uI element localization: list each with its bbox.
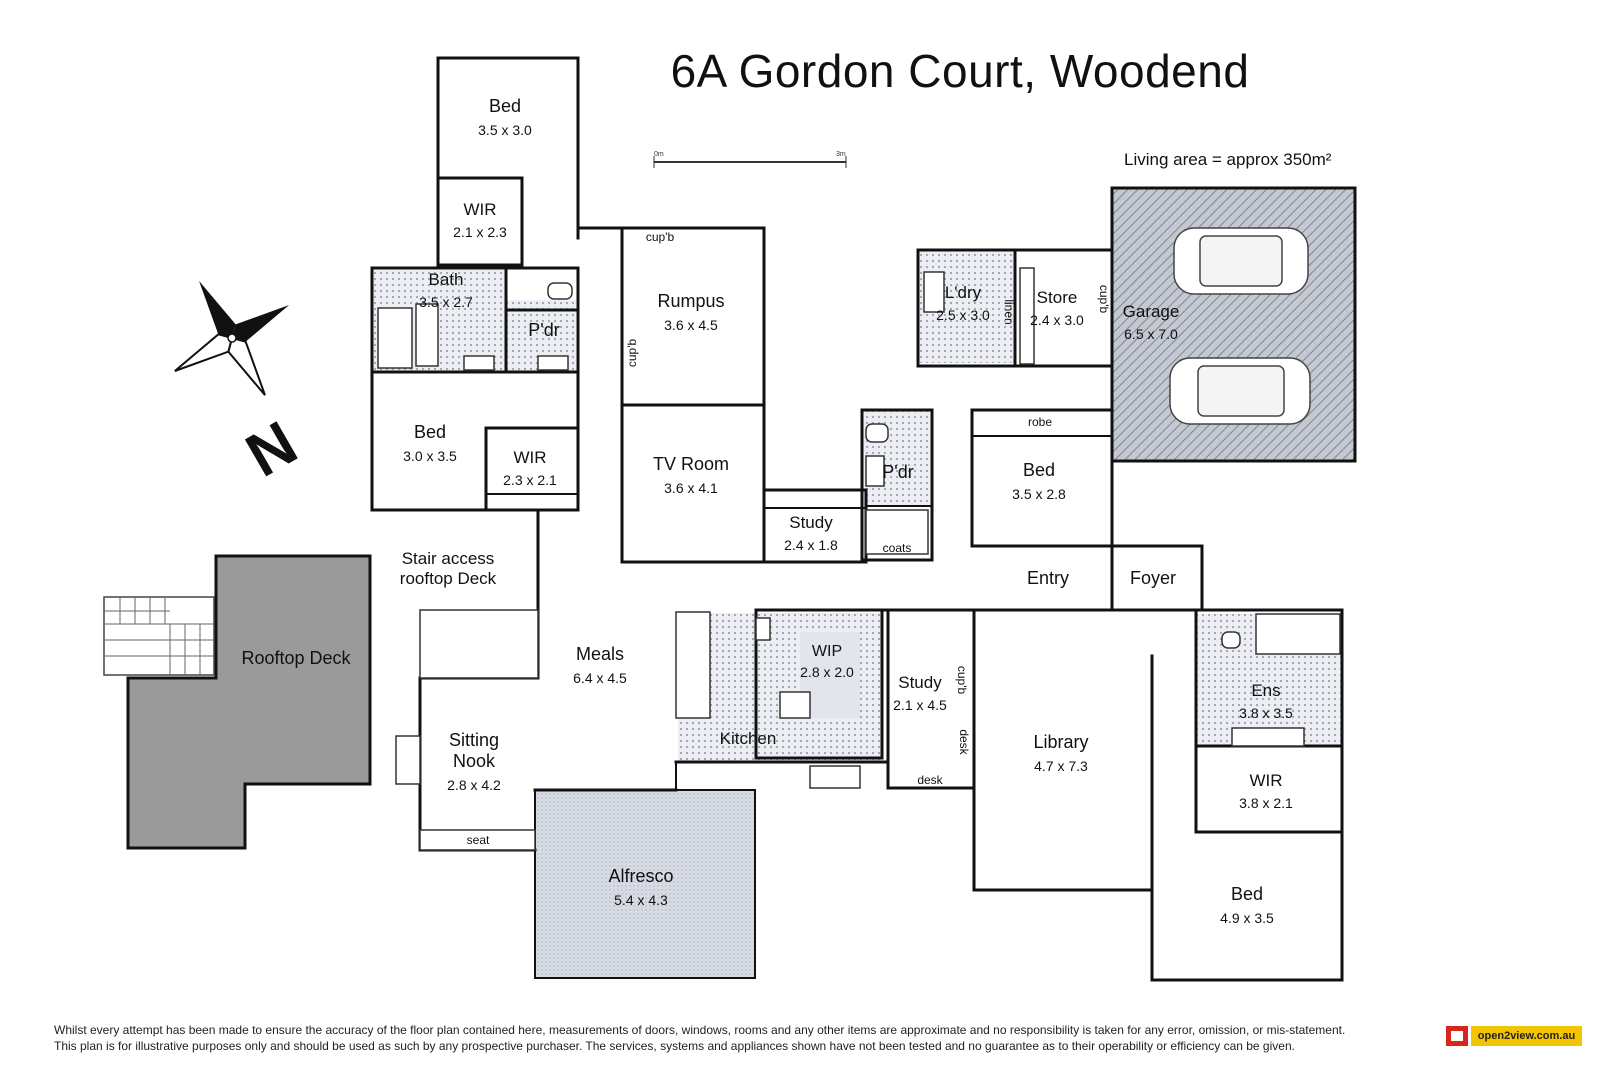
room-name-bed-bottom: Bed [1231, 884, 1263, 904]
desk-label: desk [957, 729, 971, 755]
scale-start: 0m [654, 151, 664, 158]
disclaimer-line: This plan is for illustrative purposes o… [54, 1039, 1295, 1053]
room-name-study-lower: Study [898, 673, 942, 692]
room-name-alfresco: Alfresco [608, 866, 673, 886]
cupb-label: cup'b [955, 666, 969, 695]
brand-icon [1446, 1026, 1468, 1046]
room-size-wir-top: 2.1 x 2.3 [453, 224, 507, 240]
room-size-ldry: 2.5 x 3.0 [936, 307, 990, 323]
fixtures [377, 267, 1341, 851]
north-label: N [235, 408, 308, 490]
desk-label: desk [917, 773, 943, 787]
room-name-garage: Garage [1123, 302, 1180, 321]
room-name-pdr-left: P'dr [528, 320, 559, 340]
room-name-tv-room: TV Room [653, 454, 729, 474]
rooftop-deck-area [103, 554, 372, 850]
room-size-bed-right: 3.5 x 2.8 [1012, 486, 1066, 502]
cupb-label: cup'b [646, 230, 675, 244]
room-size-bed-bottom: 4.9 x 3.5 [1220, 910, 1274, 926]
room-name-stair-access: Stair access [402, 549, 495, 568]
room-size-bed-top: 3.5 x 3.0 [478, 122, 532, 138]
room-name-ens: Ens [1251, 681, 1280, 700]
room-size-bed-left: 3.0 x 3.5 [403, 448, 457, 464]
room-size-wip: 2.8 x 2.0 [800, 664, 854, 680]
cupb-label: cup'b [1097, 285, 1111, 314]
room-name-wir-right: WIR [1249, 771, 1282, 790]
room-name-bath: Bath [429, 270, 464, 289]
disclaimer-line: Whilst every attempt has been made to en… [54, 1023, 1346, 1037]
room-size-rumpus: 3.6 x 4.5 [664, 317, 718, 333]
living-area-label: Living area = approx 350m² [1124, 150, 1332, 169]
logo-text: open2view.com.au [1471, 1026, 1582, 1046]
room-name-foyer: Foyer [1130, 568, 1176, 588]
room-name-bed-right: Bed [1023, 460, 1055, 480]
coats-label: coats [883, 541, 912, 555]
walls [370, 56, 1357, 982]
room-size-wir-right: 3.8 x 2.1 [1239, 795, 1293, 811]
cupb-label: cup'b [625, 339, 639, 368]
room-name-library: Library [1033, 732, 1088, 752]
room-name-study-mid: Study [789, 513, 833, 532]
room-size-store: 2.4 x 3.0 [1030, 312, 1084, 328]
room-name-wip: WIP [812, 643, 842, 660]
room-name-pdr-right: P'dr [882, 462, 913, 482]
compass-icon [174, 280, 290, 396]
room-name-rooftop-deck: Rooftop Deck [241, 648, 351, 668]
room-name-rumpus: Rumpus [657, 291, 724, 311]
room-size-garage: 6.5 x 7.0 [1124, 326, 1178, 342]
room-name-ldry: L'dry [945, 283, 982, 302]
room-name-stair-access: rooftop Deck [400, 569, 497, 588]
room-name-bed-top: Bed [489, 96, 521, 116]
open2view-logo[interactable]: open2view.com.au [1446, 1026, 1582, 1046]
room-name-wir-left: WIR [513, 448, 546, 467]
room-name-meals: Meals [576, 644, 624, 664]
room-name-sitting-nook: Nook [453, 751, 496, 771]
room-name-wir-top: WIR [463, 200, 496, 219]
room-name-sitting-nook: Sitting [449, 730, 499, 750]
room-name-store: Store [1037, 288, 1078, 307]
room-size-tv-room: 3.6 x 4.1 [664, 480, 718, 496]
room-name-kitchen: Kitchen [720, 729, 777, 748]
room-size-meals: 6.4 x 4.5 [573, 670, 627, 686]
linen-label: linen [1002, 299, 1016, 324]
room-size-library: 4.7 x 7.3 [1034, 758, 1088, 774]
room-size-study-lower: 2.1 x 4.5 [893, 697, 947, 713]
seat-label: seat [467, 833, 490, 847]
scale-bar [653, 156, 847, 168]
robe-label: robe [1028, 415, 1052, 429]
room-size-bath: 3.5 x 2.7 [419, 294, 473, 310]
room-size-alfresco: 5.4 x 4.3 [614, 892, 668, 908]
car-icon [1169, 357, 1311, 425]
disclaimer: Whilst every attempt has been made to en… [54, 1022, 1434, 1054]
room-name-bed-left: Bed [414, 422, 446, 442]
car-icon [1173, 227, 1309, 295]
room-size-wir-left: 2.3 x 2.1 [503, 472, 557, 488]
room-name-entry: Entry [1027, 568, 1069, 588]
alfresco-area [534, 789, 756, 979]
page-title: 6A Gordon Court, Woodend [670, 45, 1250, 97]
fixture-labels: cup'b cup'b linen cup'b robe coats cup'b… [467, 230, 1111, 847]
room-size-ens: 3.8 x 3.5 [1239, 705, 1293, 721]
scale-end: 3m [836, 151, 846, 158]
room-size-sitting-nook: 2.8 x 4.2 [447, 777, 501, 793]
room-size-study-mid: 2.4 x 1.8 [784, 537, 838, 553]
